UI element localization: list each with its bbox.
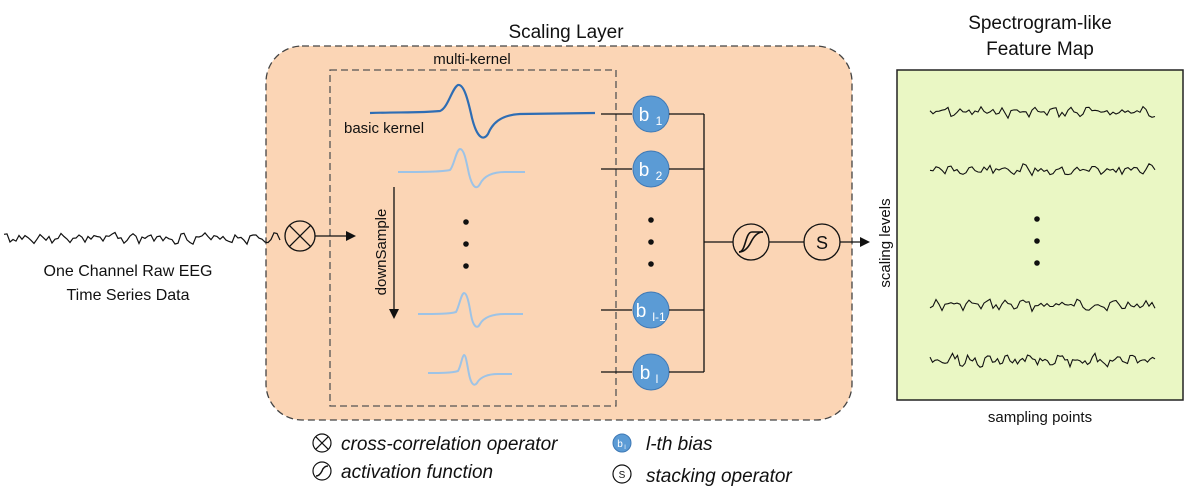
legend-stacking: S stacking operator <box>612 464 792 487</box>
svg-text:l: l <box>656 372 659 386</box>
svg-text:l: l <box>624 445 625 451</box>
svg-text:b: b <box>640 363 651 384</box>
bias-ellipsis <box>648 217 654 267</box>
feature-map-title-line1: Spectrogram-like <box>968 13 1112 34</box>
feature-wave-level-2 <box>929 163 1156 177</box>
kernel-ellipsis <box>463 219 469 269</box>
svg-text:2: 2 <box>656 169 663 183</box>
kernel-level-l-wave <box>427 353 512 386</box>
svg-text:1: 1 <box>656 114 663 128</box>
stacking-operator-icon: S <box>803 223 841 261</box>
feature-map-box <box>896 69 1184 401</box>
kernel-level-2-wave <box>397 147 525 189</box>
bias-bl-1: b l-1 <box>632 291 670 329</box>
svg-text:stacking operator: stacking operator <box>646 466 792 487</box>
input-label-line1: One Channel Raw EEG <box>44 263 213 280</box>
feature-map-y-label: scaling levels <box>877 198 894 287</box>
kernel-bias-connectors <box>601 113 632 373</box>
multi-kernel-box <box>329 69 617 407</box>
svg-text:S: S <box>816 233 828 253</box>
feature-wave-level-1 <box>929 105 1156 120</box>
feature-ellipsis <box>1034 216 1040 266</box>
legend-bias-icon: b l <box>612 433 632 453</box>
bias-b1: b 1 <box>632 95 670 133</box>
legend-activation: activation function <box>312 461 493 483</box>
kernel-level-l-1-wave <box>417 291 523 328</box>
scaling-layer-title: Scaling Layer <box>508 22 624 43</box>
feature-map-title-line2: Feature Map <box>986 39 1094 60</box>
legend-bias: b l l-th bias <box>612 433 713 455</box>
svg-text:cross-correlation operator: cross-correlation operator <box>341 434 558 455</box>
legend-cross-correlation-icon <box>312 433 332 453</box>
legend-cross-correlation: cross-correlation operator <box>312 433 558 455</box>
scaling-layer-box <box>265 45 853 421</box>
downsample-label: downSample <box>373 209 390 296</box>
feature-map-x-label: sampling points <box>988 409 1092 426</box>
svg-text:l-1: l-1 <box>652 310 666 324</box>
basic-kernel-wave <box>369 83 596 139</box>
basic-kernel-label: basic kernel <box>344 120 424 137</box>
svg-text:b: b <box>617 439 623 450</box>
input-eeg-wave <box>3 231 281 246</box>
activation-function-icon <box>732 223 770 261</box>
multi-kernel-label: multi-kernel <box>433 51 511 68</box>
svg-text:l-th bias: l-th bias <box>646 434 713 455</box>
bias-activation-connectors <box>669 113 733 373</box>
bias-b2: b 2 <box>632 150 670 188</box>
feature-wave-level-l-1 <box>929 298 1156 313</box>
svg-text:b: b <box>639 160 650 181</box>
input-label-line2: Time Series Data <box>67 287 190 304</box>
feature-wave-level-l <box>929 352 1156 369</box>
svg-text:activation function: activation function <box>341 462 493 483</box>
svg-text:b: b <box>636 301 647 322</box>
legend-activation-icon <box>312 461 332 481</box>
svg-text:S: S <box>619 470 626 481</box>
svg-text:b: b <box>639 105 650 126</box>
bias-bl: b l <box>632 353 670 391</box>
legend-stacking-icon: S <box>612 464 632 484</box>
